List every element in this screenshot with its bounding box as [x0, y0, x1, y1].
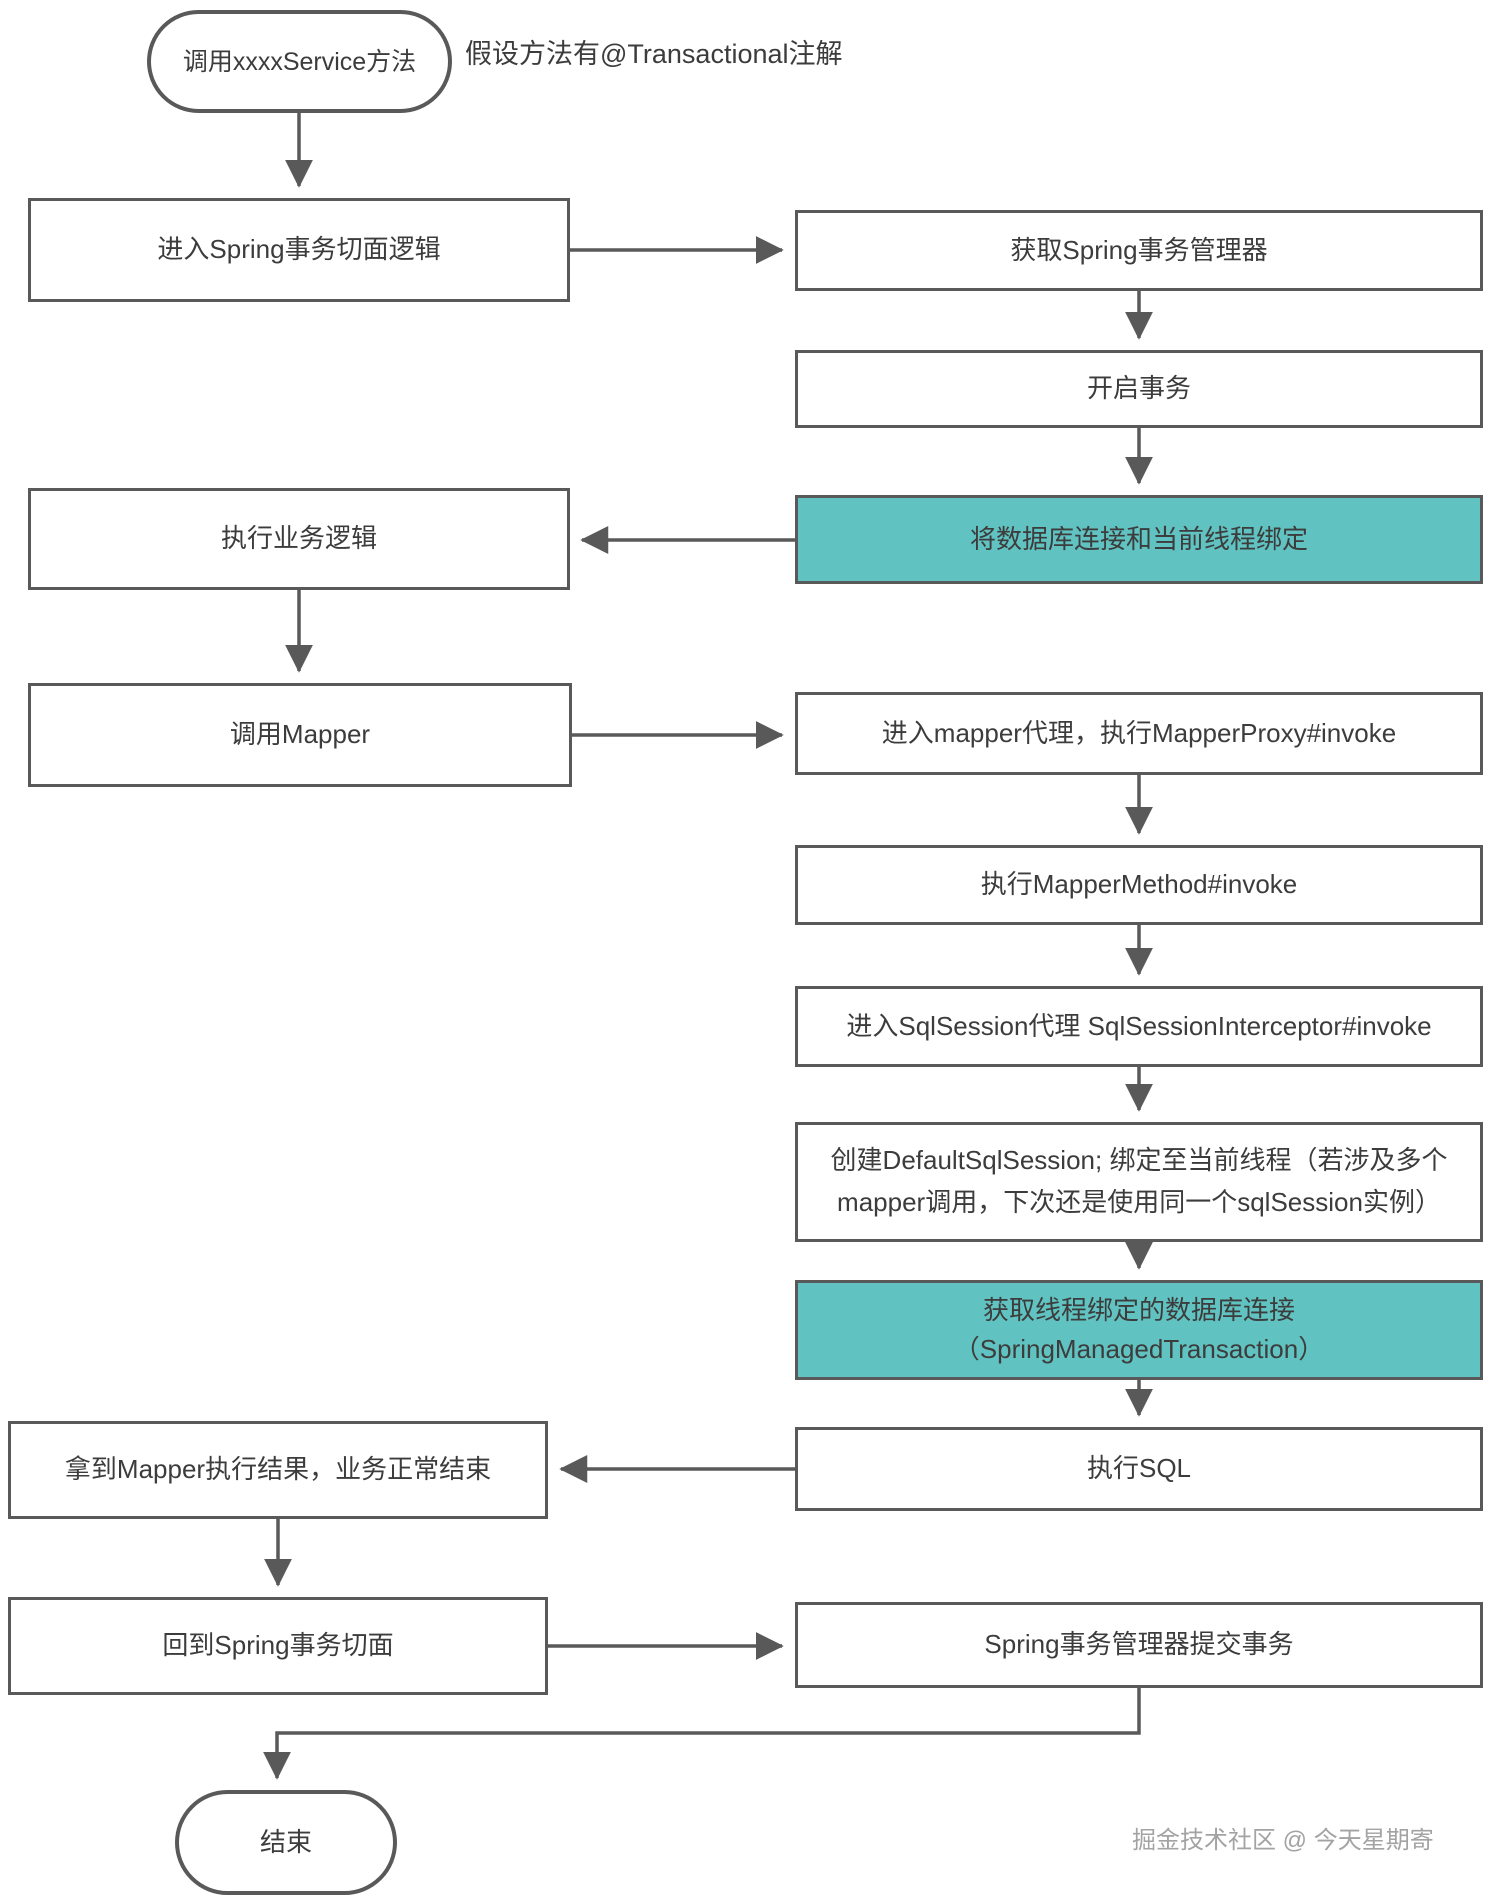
node-exec-business-logic: 执行业务逻辑: [28, 488, 570, 590]
node-execute-sql: 执行SQL: [795, 1427, 1483, 1511]
arrow-commit-tx-to-end: [263, 1688, 1141, 1780]
node-exec-business-logic-label: 执行业务逻辑: [220, 523, 377, 554]
node-commit-transaction: Spring事务管理器提交事务: [795, 1602, 1483, 1688]
node-bind-connection-to-thread: 将数据库连接和当前线程绑定: [795, 495, 1483, 584]
node-create-default-sqlsession-line1: 创建DefaultSqlSession; 绑定至当前线程（若涉及多个: [830, 1145, 1448, 1176]
node-mapper-method-invoke-label: 执行MapperMethod#invoke: [980, 869, 1298, 900]
node-get-tx-manager-label: 获取Spring事务管理器: [1010, 234, 1268, 265]
node-end: 结束: [175, 1790, 397, 1895]
start-annotation: 假设方法有@Transactional注解: [465, 39, 843, 69]
node-mapper-proxy-invoke: 进入mapper代理，执行MapperProxy#invoke: [795, 692, 1483, 775]
node-commit-transaction-label: Spring事务管理器提交事务: [984, 1629, 1294, 1660]
node-create-default-sqlsession-line2: mapper调用，下次还是使用同一个sqlSession实例）: [837, 1187, 1441, 1217]
node-get-thread-bound-connection-line2: （SpringManagedTransaction）: [953, 1334, 1325, 1364]
node-mapper-result: 拿到Mapper执行结果，业务正常结束: [8, 1421, 548, 1519]
node-bind-connection-to-thread-label: 将数据库连接和当前线程绑定: [969, 523, 1308, 554]
node-sqlsession-proxy-invoke-label: 进入SqlSession代理 SqlSessionInterceptor#inv…: [846, 1010, 1432, 1041]
node-begin-transaction: 开启事务: [795, 350, 1483, 428]
node-back-to-spring-aop: 回到Spring事务切面: [8, 1597, 548, 1695]
node-call-mapper: 调用Mapper: [28, 683, 572, 787]
node-sqlsession-proxy-invoke: 进入SqlSession代理 SqlSessionInterceptor#inv…: [795, 986, 1483, 1067]
node-call-mapper-label: 调用Mapper: [229, 719, 371, 750]
node-get-tx-manager: 获取Spring事务管理器: [795, 210, 1483, 291]
node-get-thread-bound-connection-line1: 获取线程绑定的数据库连接: [982, 1295, 1295, 1325]
node-begin-transaction-label: 开启事务: [1086, 373, 1191, 404]
node-execute-sql-label: 执行SQL: [1086, 1453, 1192, 1484]
node-mapper-proxy-invoke-label: 进入mapper代理，执行MapperProxy#invoke: [881, 717, 1397, 748]
node-enter-spring-aop-label: 进入Spring事务切面逻辑: [157, 234, 441, 265]
watermark-text: 掘金技术社区 @ 今天星期寄: [1132, 1827, 1434, 1854]
node-create-default-sqlsession: 创建DefaultSqlSession; 绑定至当前线程（若涉及多个 mappe…: [795, 1122, 1483, 1242]
node-mapper-method-invoke: 执行MapperMethod#invoke: [795, 845, 1483, 925]
node-enter-spring-aop: 进入Spring事务切面逻辑: [28, 198, 570, 302]
node-start-call-service: 调用xxxxService方法: [147, 10, 452, 113]
node-mapper-result-label: 拿到Mapper执行结果，业务正常结束: [64, 1454, 492, 1485]
node-end-label: 结束: [259, 1826, 312, 1857]
node-start-label: 调用xxxxService方法: [182, 47, 417, 76]
node-back-to-spring-aop-label: 回到Spring事务切面: [162, 1630, 394, 1661]
node-get-thread-bound-connection: 获取线程绑定的数据库连接 （SpringManagedTransaction）: [795, 1280, 1483, 1380]
